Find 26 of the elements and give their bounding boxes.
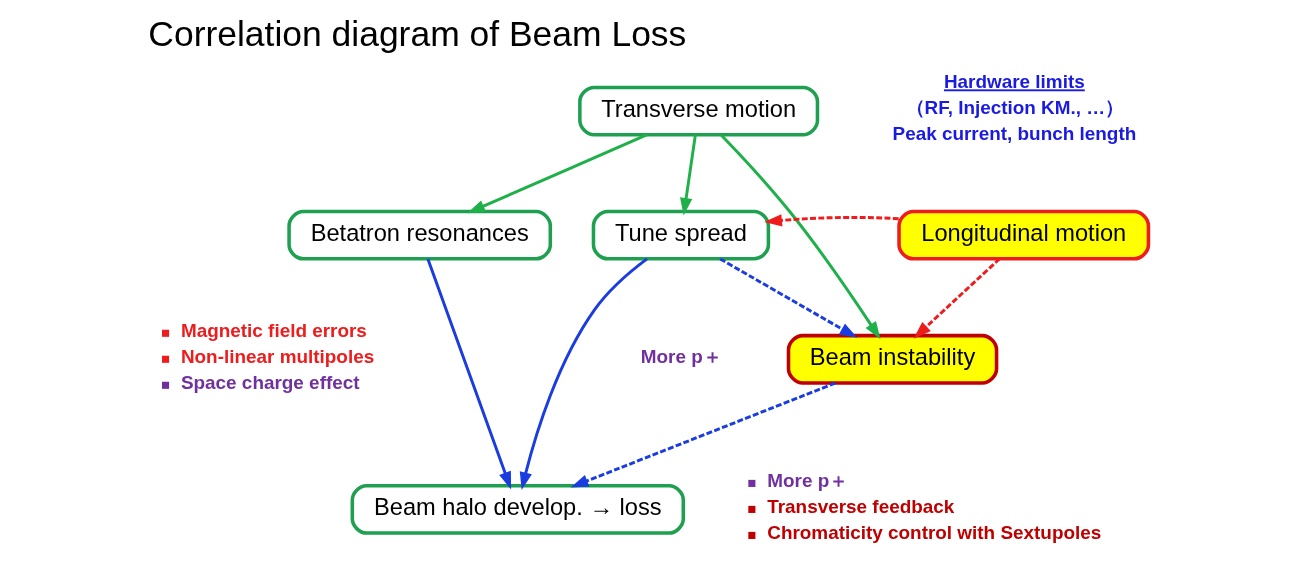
arrow — [426, 258, 512, 490]
node-box: Betatron resonances — [287, 209, 553, 261]
diagram-title: Correlation diagram of Beam Loss — [148, 14, 687, 55]
label: Transverse feedback — [767, 495, 955, 517]
arrow — [764, 214, 899, 227]
arrow — [519, 257, 648, 490]
label: Magnetic field errors — [180, 319, 367, 341]
node-box: Transverse motion — [578, 85, 820, 137]
arrow — [719, 133, 881, 340]
node-box: Tune spread — [591, 209, 771, 261]
label: More p＋ — [640, 345, 722, 367]
node-box: Longitudinal motion — [897, 209, 1151, 261]
label: （RF, Injection KM., …） — [905, 97, 1125, 119]
arrow — [913, 257, 1001, 339]
label: More p＋ — [767, 469, 849, 491]
label: Non-linear multipoles — [180, 345, 375, 367]
arrow — [680, 134, 697, 216]
arrow — [467, 133, 648, 214]
arrow — [570, 381, 836, 488]
node-box: Beam instability — [786, 333, 999, 385]
label: Space charge effect — [180, 371, 360, 393]
label: Peak current, bunch length — [892, 123, 1137, 145]
label: Hardware limits — [943, 71, 1085, 93]
label: Chromaticity control with Sextupoles — [767, 521, 1102, 543]
node-box: Beam halo develop. → loss — [350, 484, 686, 535]
arrow — [719, 257, 858, 338]
